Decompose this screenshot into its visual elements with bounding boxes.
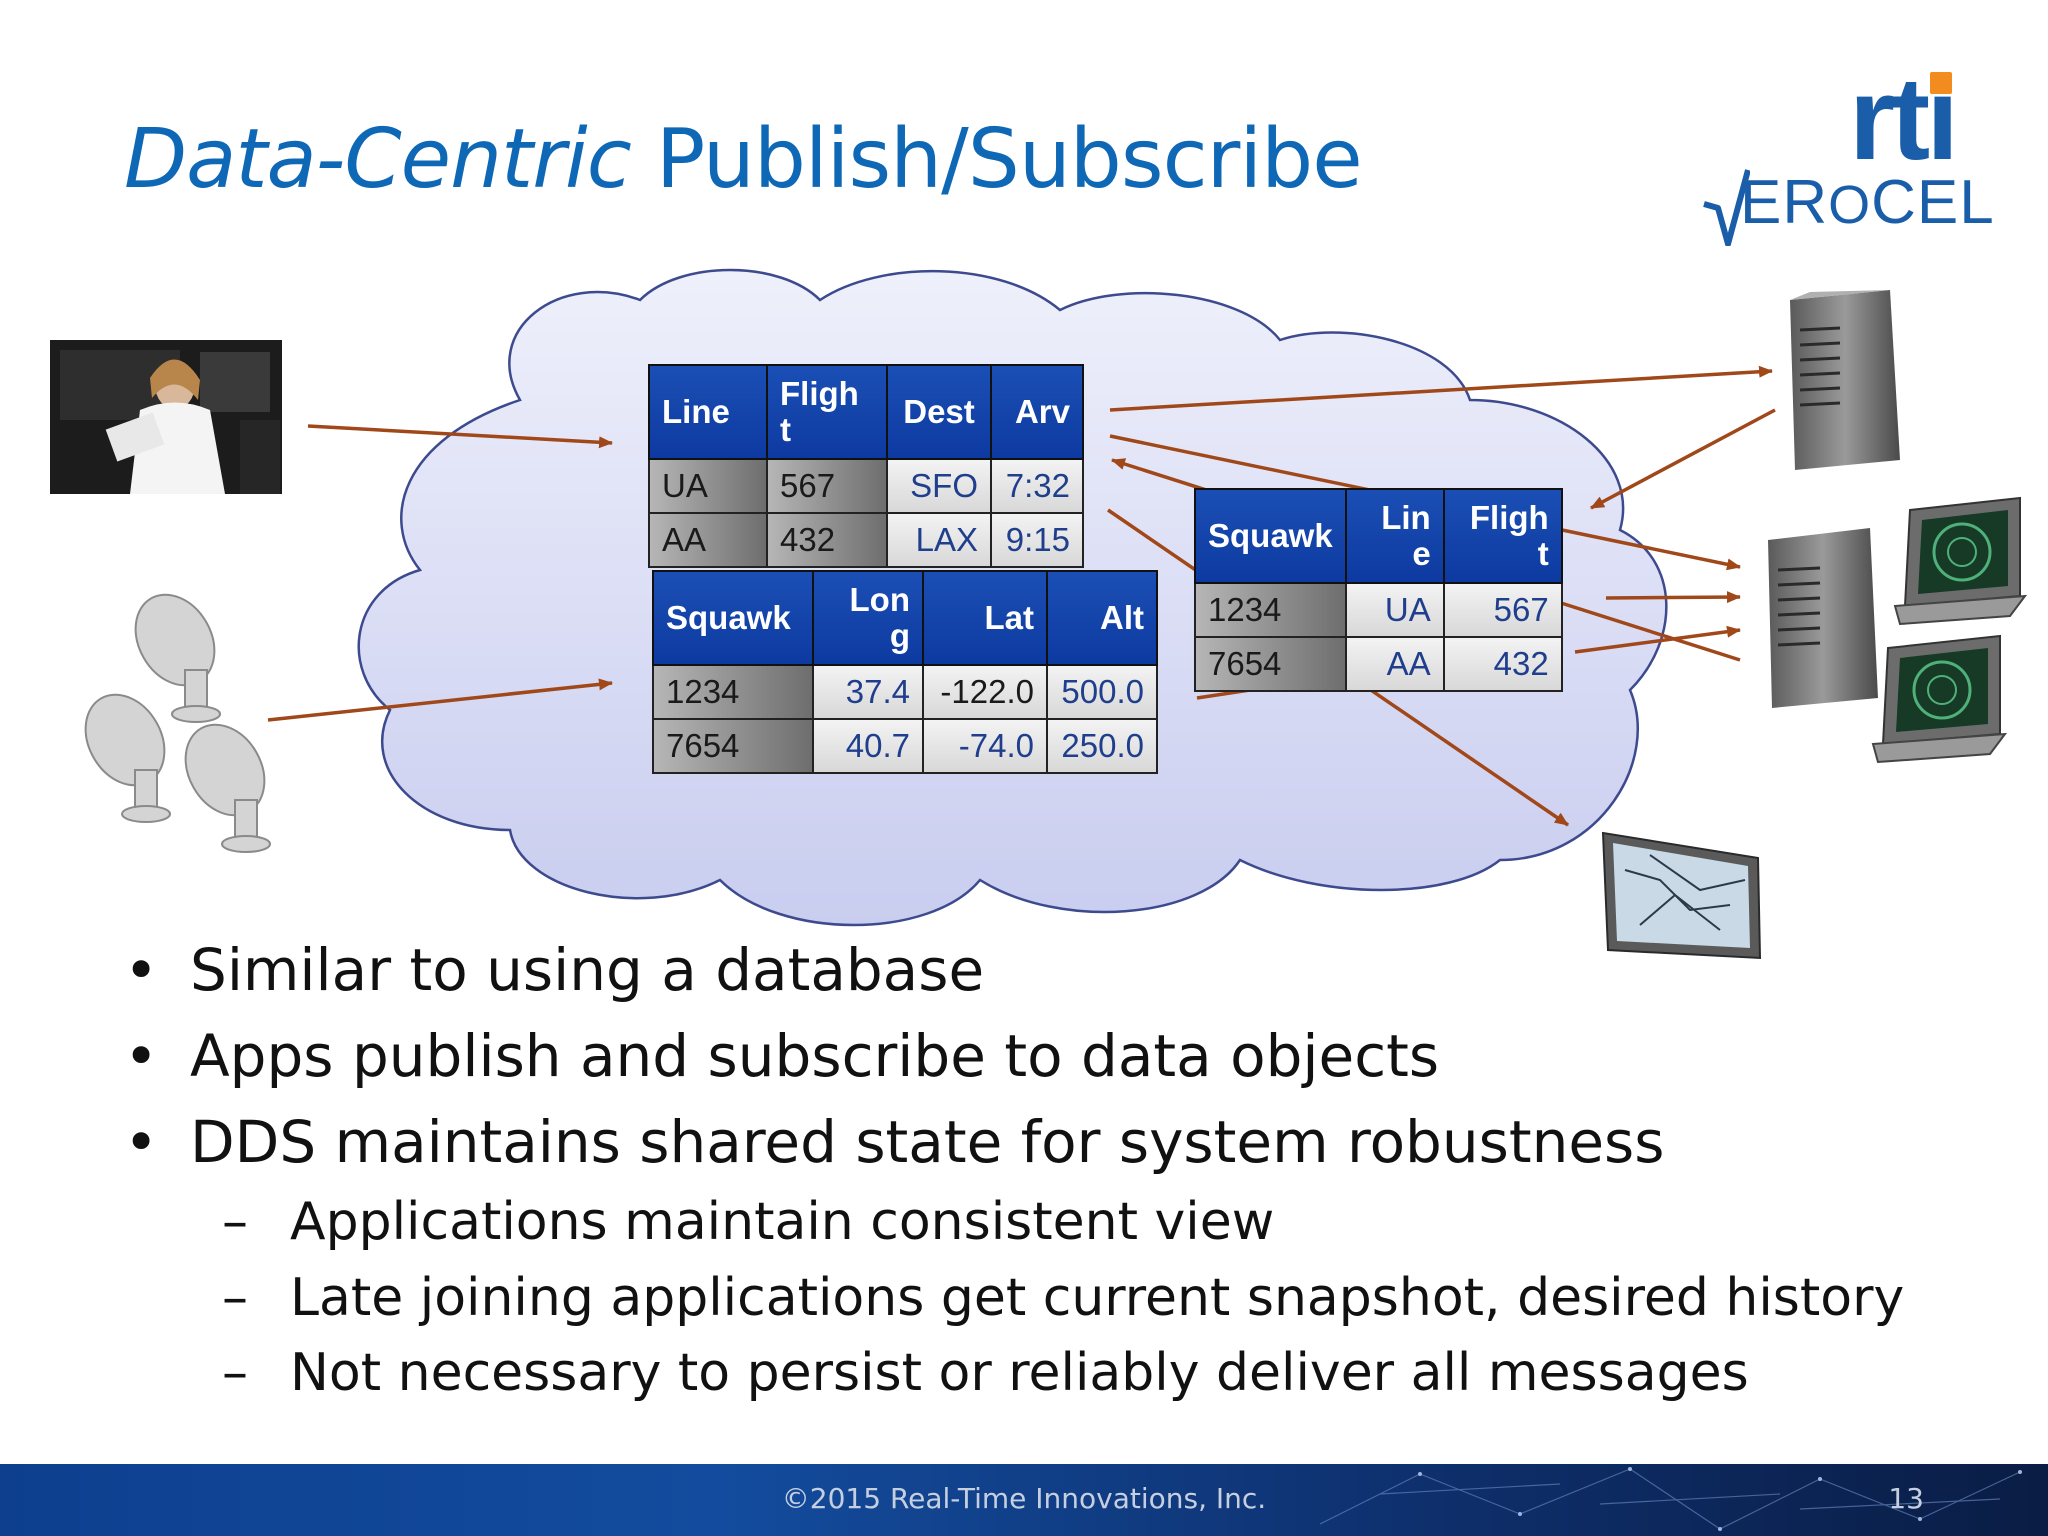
flights-table: Line Fligh t Dest Arv UA 567 SFO 7:32 AA… xyxy=(648,364,1084,568)
table-cell: 7:32 xyxy=(990,458,1084,514)
sub-bullet-item: –Not necessary to persist or reliably de… xyxy=(222,1343,1749,1403)
table-row: 1234 UA 567 xyxy=(1194,582,1563,638)
table-cell: 567 xyxy=(766,458,888,514)
page-number: 13 xyxy=(1888,1482,1924,1515)
tracks-table: Squawk Lon g Lat Alt 1234 37.4 -122.0 50… xyxy=(652,570,1158,774)
table-cell: UA xyxy=(1344,582,1445,638)
table-cell: LAX xyxy=(886,512,992,568)
table-cell: UA xyxy=(648,458,768,514)
table-row: UA 567 SFO 7:32 xyxy=(648,458,1084,514)
satellite-dish-icon xyxy=(84,593,271,853)
table-cell: -122.0 xyxy=(922,664,1048,720)
table-cell: 250.0 xyxy=(1046,718,1158,774)
table-cell: 9:15 xyxy=(990,512,1084,568)
table-row: 1234 37.4 -122.0 500.0 xyxy=(652,664,1158,720)
slide-title: Data-Centric Publish/Subscribe xyxy=(124,112,1363,207)
title-rest: Publish/Subscribe xyxy=(630,112,1363,207)
server-icon xyxy=(1790,290,1900,470)
table-cell: -74.0 xyxy=(922,718,1048,774)
table-cell: 37.4 xyxy=(812,664,924,720)
table-cell: 40.7 xyxy=(812,718,924,774)
bullet-item: •Apps publish and subscribe to data obje… xyxy=(124,1022,1440,1090)
tracks-header-lat: Lat xyxy=(922,570,1048,666)
flights-header-dest: Dest xyxy=(886,364,992,460)
table-cell: 1234 xyxy=(1194,582,1347,638)
correlation-header-line: Lin e xyxy=(1344,488,1445,584)
company-logo: rti EROCEL xyxy=(1700,60,2010,250)
flights-header-line: Line xyxy=(648,364,768,460)
map-display-icon xyxy=(1601,831,1762,960)
copyright-text: ©2015 Real-Time Innovations, Inc. xyxy=(781,1482,1267,1515)
logo-check-icon xyxy=(1703,169,1750,246)
table-cell: 7654 xyxy=(652,718,814,774)
table-cell: 567 xyxy=(1442,582,1563,638)
server-icon xyxy=(1768,528,1878,708)
title-emphasis: Data-Centric xyxy=(124,112,632,207)
sub-bullet-item: –Applications maintain consistent view xyxy=(222,1192,1275,1252)
table-cell: 432 xyxy=(766,512,888,568)
table-row: AA 432 LAX 9:15 xyxy=(648,512,1084,568)
flights-header-flight: Fligh t xyxy=(766,364,888,460)
table-cell: SFO xyxy=(886,458,992,514)
table-cell: 500.0 xyxy=(1046,664,1158,720)
logo-dot xyxy=(1930,72,1952,94)
slide-footer: ©2015 Real-Time Innovations, Inc. 13 xyxy=(0,1464,2048,1536)
correlation-header-squawk: Squawk xyxy=(1194,488,1347,584)
network-pattern-icon xyxy=(1319,1467,2022,1531)
table-row: 7654 40.7 -74.0 250.0 xyxy=(652,718,1158,774)
correlation-table: Squawk Lin e Fligh t 1234 UA 567 7654 AA… xyxy=(1194,488,1563,692)
sub-bullet-item: –Late joining applications get current s… xyxy=(222,1268,1905,1328)
table-cell: 7654 xyxy=(1194,636,1347,692)
table-cell: AA xyxy=(648,512,768,568)
bullet-item: •Similar to using a database xyxy=(124,936,985,1004)
bullet-item: •DDS maintains shared state for system r… xyxy=(124,1108,1665,1176)
tracks-header-long: Lon g xyxy=(812,570,924,666)
pilot-photo xyxy=(50,340,282,494)
correlation-header-flight: Fligh t xyxy=(1442,488,1563,584)
table-cell: 1234 xyxy=(652,664,814,720)
tracks-header-squawk: Squawk xyxy=(652,570,814,666)
table-cell: 432 xyxy=(1442,636,1563,692)
tracks-header-alt: Alt xyxy=(1046,570,1158,666)
logo-verocel-text: EROCEL xyxy=(1740,168,1995,237)
radar-console-icon xyxy=(1893,496,2028,626)
radar-console-icon xyxy=(1871,634,2008,764)
table-row: 7654 AA 432 xyxy=(1194,636,1563,692)
table-cell: AA xyxy=(1344,636,1445,692)
flights-header-arv: Arv xyxy=(990,364,1084,460)
